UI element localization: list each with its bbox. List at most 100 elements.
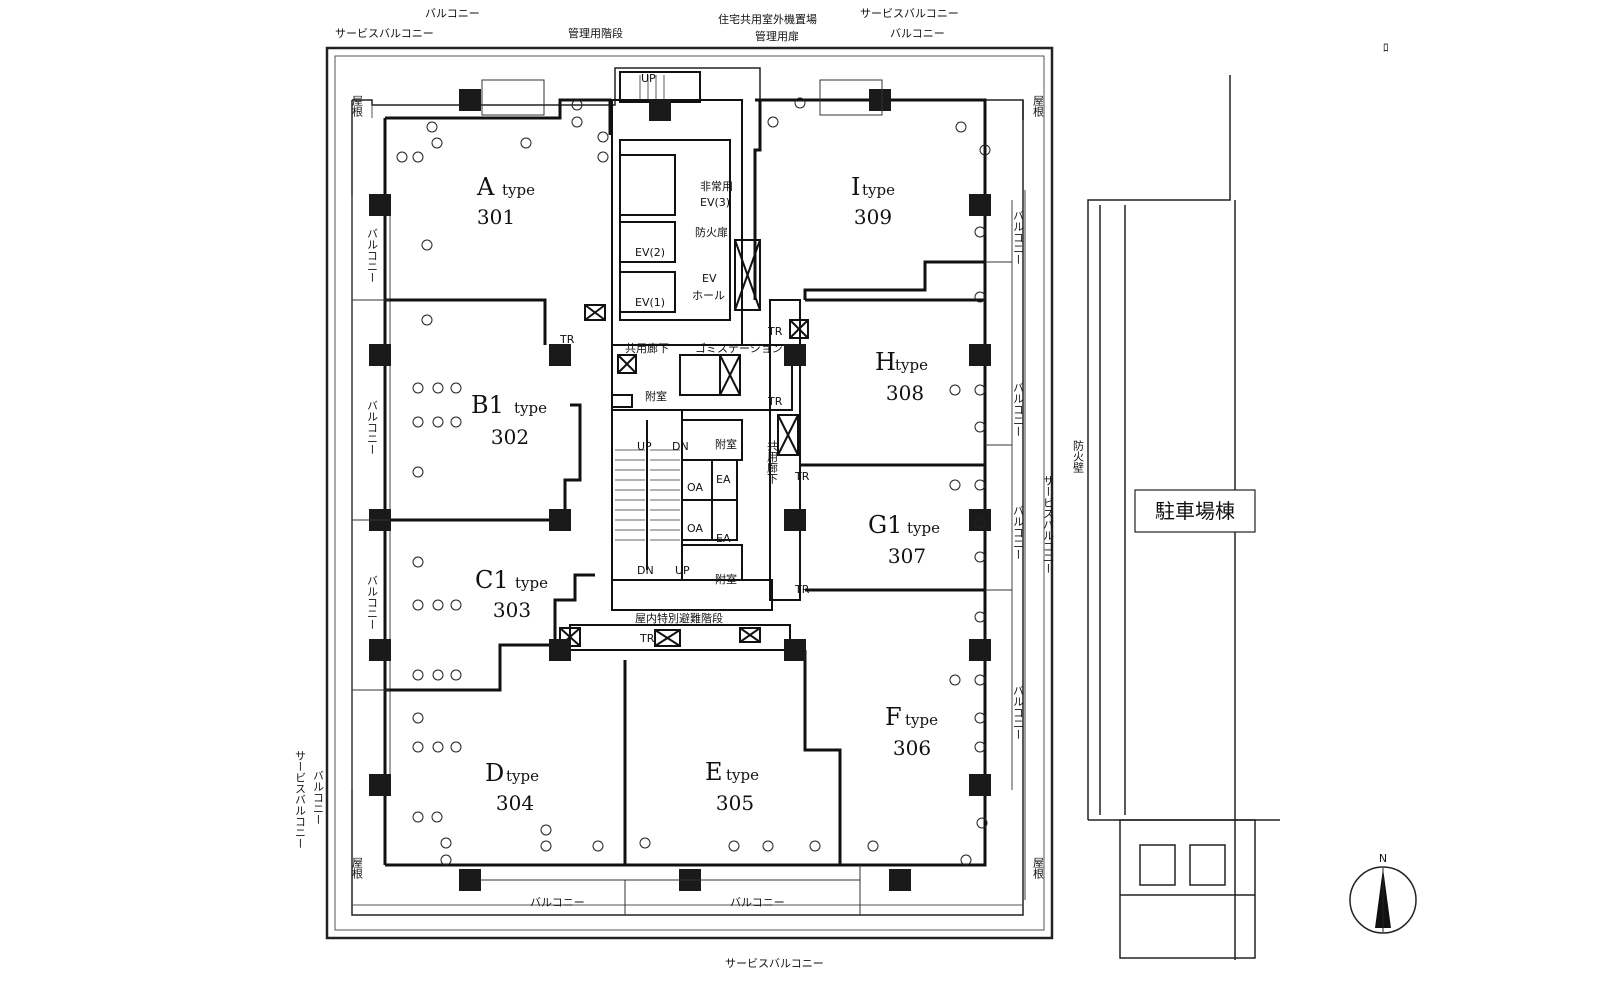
vestibule-label-2: 附室 xyxy=(715,437,737,451)
balcony-lines xyxy=(352,79,1012,915)
svg-text:type: type xyxy=(726,766,759,784)
svg-text:309: 309 xyxy=(854,205,892,229)
svg-text:306: 306 xyxy=(893,736,931,760)
svg-text:C1: C1 xyxy=(475,566,509,594)
svg-text:303: 303 xyxy=(493,598,531,622)
svg-text:D: D xyxy=(485,759,504,787)
svg-text:type: type xyxy=(502,181,535,199)
fire-door-label: 防火扉 xyxy=(695,225,728,239)
ea-label-1: EA xyxy=(716,473,731,486)
emergency-ev-label-2: EV(3) xyxy=(700,196,730,209)
tr-label-4: TR xyxy=(794,470,810,483)
svg-text:305: 305 xyxy=(716,791,754,815)
svg-text:F: F xyxy=(885,703,902,731)
corner-mark: ﾛ xyxy=(1383,41,1389,54)
svg-text:302: 302 xyxy=(491,425,529,449)
balcony-label-e: バルコニー xyxy=(730,896,785,909)
roof-label-nw: 屋根 xyxy=(351,95,364,118)
parking-label-box xyxy=(1134,489,1256,533)
corridor-label-vertical: 共用廊下 xyxy=(766,440,779,485)
fire-wall-label: 防火壁 xyxy=(1072,439,1085,473)
balcony-label-c1: バルコニー xyxy=(366,575,379,630)
unit-label-306: F type 306 xyxy=(885,703,938,760)
unit-label-305: E type 305 xyxy=(705,758,759,815)
svg-text:type: type xyxy=(905,711,938,729)
svg-text:H: H xyxy=(875,348,896,376)
svg-text:E: E xyxy=(705,758,723,786)
mgmt-door-label: 管理用扉 xyxy=(755,29,799,43)
svg-text:A: A xyxy=(476,173,495,201)
svg-text:type: type xyxy=(862,181,895,199)
svg-text:type: type xyxy=(895,356,928,374)
mgmt-stairs-label: 管理用階段 xyxy=(568,26,623,40)
balcony-label-a: バルコニー xyxy=(366,228,379,283)
balcony-label-g1: バルコニー xyxy=(1012,505,1025,560)
vestibule-label-3: 附室 xyxy=(715,572,737,586)
core-walls xyxy=(559,71,809,651)
service-balcony-label-e: サービスバルコニー xyxy=(1042,475,1055,574)
ev-hall-label-2: ホール xyxy=(692,289,725,302)
unit-label-309: I type 309 xyxy=(851,173,895,229)
stair-up-label-1: UP xyxy=(637,440,652,453)
svg-text:type: type xyxy=(514,399,547,417)
service-balcony-label-ne: サービスバルコニー xyxy=(860,7,959,20)
unit-label-304: D type 304 xyxy=(485,759,539,815)
site-inner-line xyxy=(334,55,1045,931)
svg-text:308: 308 xyxy=(886,381,924,405)
tr-label-1: TR xyxy=(559,333,575,346)
svg-text:I: I xyxy=(851,173,860,201)
tr-label-5: TR xyxy=(794,583,810,596)
corridor-label: 共用廊下 xyxy=(625,341,669,355)
svg-text:304: 304 xyxy=(496,791,534,815)
outer-balcony-edge xyxy=(351,100,1024,916)
service-balcony-label-sw: サービスバルコニー xyxy=(294,750,307,849)
unit-label-301: A type 301 xyxy=(476,173,535,229)
unit-label-308: H type 308 xyxy=(875,348,928,405)
vestibule-label-1: 附室 xyxy=(645,389,667,403)
ev-hall-label-1: EV xyxy=(702,272,717,285)
tr-label-2: TR xyxy=(767,325,783,338)
north-balcony-edge xyxy=(352,67,1024,120)
balcony-label-f: バルコニー xyxy=(1012,685,1025,740)
parking-building xyxy=(1087,75,1280,960)
roof-label-ne: 屋根 xyxy=(1032,95,1045,118)
oa-label-2: OA xyxy=(687,522,703,535)
north-label: N xyxy=(1379,852,1387,865)
svg-text:type: type xyxy=(515,574,548,592)
svg-text:301: 301 xyxy=(477,205,515,229)
roof-label-se: 屋根 xyxy=(1032,857,1045,880)
svg-text:type: type xyxy=(506,767,539,785)
stair-dn-label-1: DN xyxy=(672,440,689,453)
svg-text:B1: B1 xyxy=(471,391,504,419)
mgmt-up-label: UP xyxy=(641,72,656,85)
balcony-label-h: バルコニー xyxy=(1012,382,1025,437)
unit-label-303: C1 type 303 xyxy=(475,566,548,622)
tr-label-3: TR xyxy=(767,395,783,408)
tr-label-6: TR xyxy=(639,632,655,645)
emergency-ev-label: 非常用 xyxy=(700,180,733,193)
stair-treads xyxy=(615,75,680,541)
svg-text:307: 307 xyxy=(888,544,926,568)
balcony-label-nw: バルコニー xyxy=(425,7,480,20)
balcony-label-b1: バルコニー xyxy=(366,400,379,455)
balcony-label-i: バルコニー xyxy=(1012,210,1025,265)
service-balcony-label-s: サービスバルコニー xyxy=(725,957,824,970)
unit-label-302: B1 type 302 xyxy=(471,391,547,449)
ea-label-2: EA xyxy=(716,532,731,545)
roof-label-sw: 屋根 xyxy=(351,857,364,880)
site-boundary xyxy=(325,46,1054,940)
garbage-label: ゴミステーション xyxy=(695,341,783,355)
north-arrow xyxy=(1349,866,1417,934)
stairs-label: 屋内特別避難階段 xyxy=(635,611,723,625)
balcony-label-d: バルコニー xyxy=(530,896,585,909)
ac-space-label: 住宅共用室外機置場 xyxy=(718,12,817,26)
service-balcony-label-nw: サービスバルコニー xyxy=(335,27,434,40)
svg-text:type: type xyxy=(907,519,940,537)
parking-label: 駐車場棟 xyxy=(1155,499,1235,523)
oa-label-1: OA xyxy=(687,481,703,494)
ev1-label: EV(1) xyxy=(635,296,665,309)
stair-dn-label-2: DN xyxy=(637,564,654,577)
unit-label-307: G1 type 307 xyxy=(868,511,940,568)
svg-text:G1: G1 xyxy=(868,511,902,539)
